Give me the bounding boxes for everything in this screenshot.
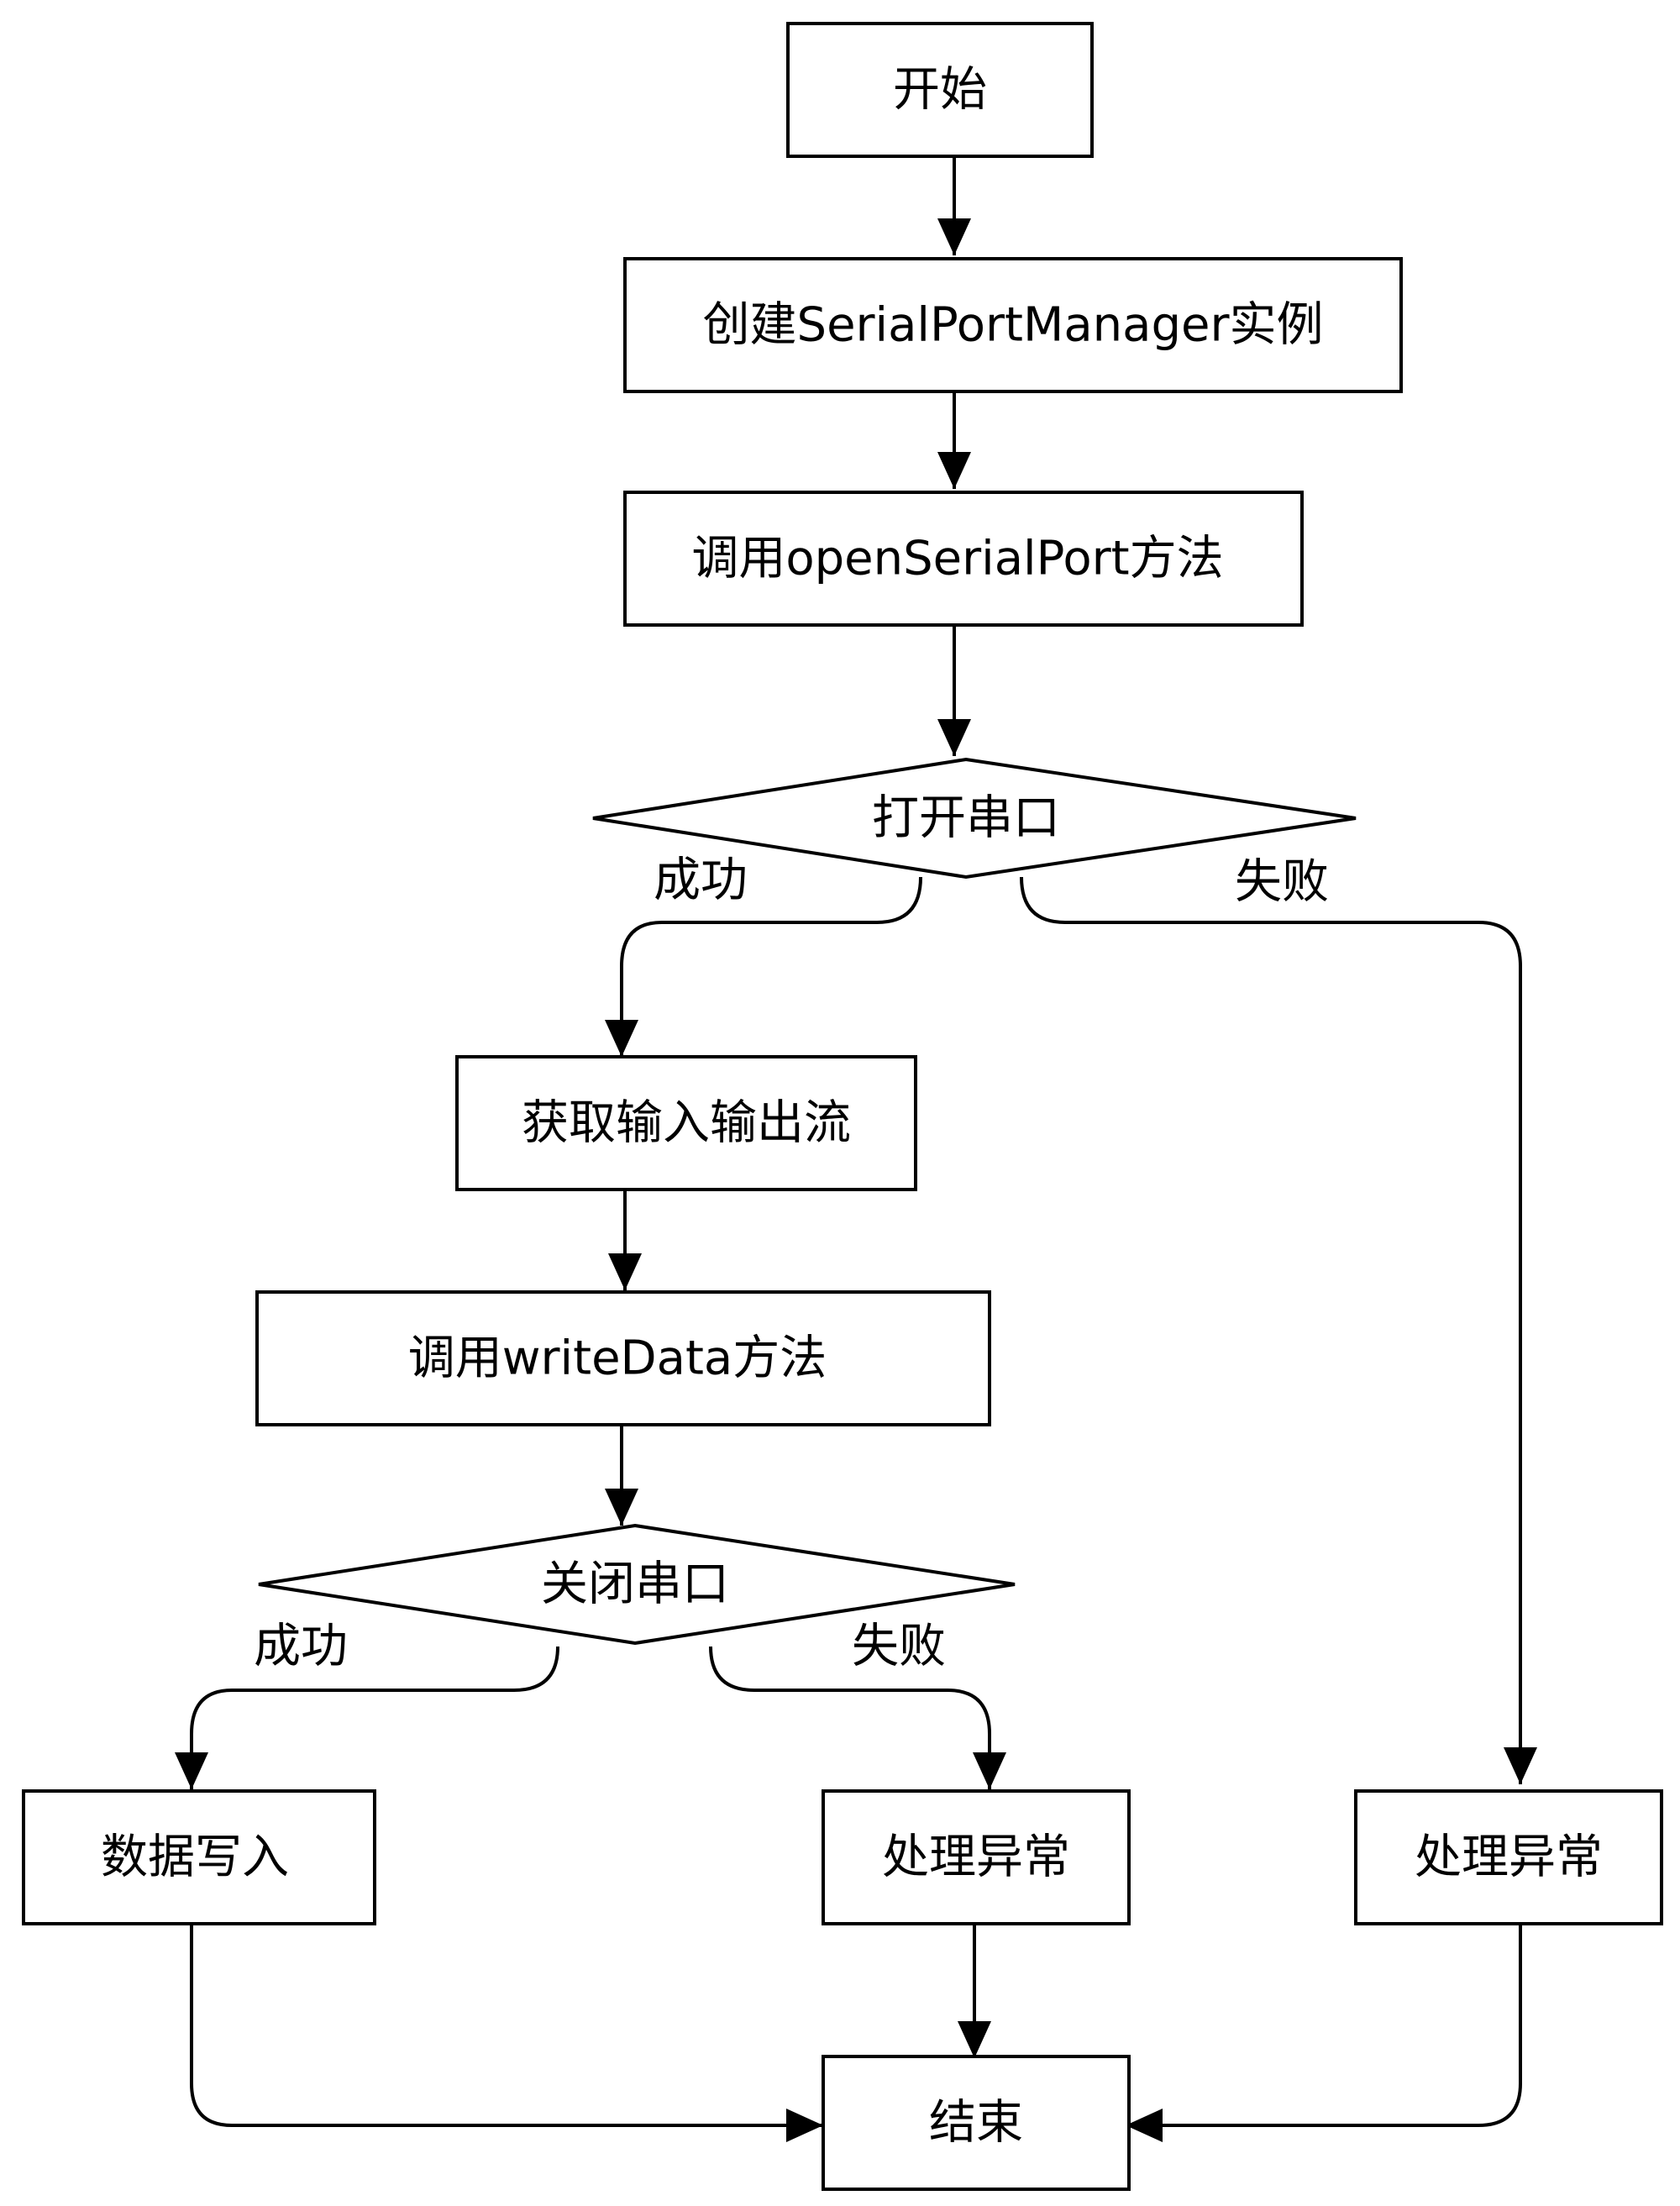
edge-label-open-success: 成功 [654, 854, 748, 908]
node-open-decision-label: 打开串口 [872, 791, 1060, 846]
edge-label-close-fail: 失败 [852, 1620, 946, 1674]
edges [175, 158, 1537, 2142]
node-open-decision: 打开串口 [592, 757, 1357, 880]
node-call-write: 调用writeData方法 [255, 1290, 991, 1426]
edge-close-success [175, 1646, 559, 1789]
node-call-write-label: 调用writeData方法 [408, 1331, 827, 1386]
node-handle-exception-2: 处理异常 [1354, 1789, 1663, 1925]
node-call-open: 调用openSerialPort方法 [623, 491, 1304, 627]
edge-close-fail [709, 1646, 1006, 1789]
node-handle-exception-2-label: 处理异常 [1415, 1830, 1603, 1885]
edge-label-close-success: 成功 [254, 1620, 348, 1674]
node-get-streams-label: 获取输入输出流 [522, 1096, 851, 1151]
edge-label-open-fail: 失败 [1235, 855, 1329, 910]
node-handle-exception-1-label: 处理异常 [882, 1830, 1070, 1885]
node-data-write-label: 数据写入 [101, 1830, 289, 1885]
edge-open-success [605, 876, 922, 1057]
node-start: 开始 [786, 22, 1094, 158]
node-create-instance-label: 创建SerialPortManager实例 [703, 298, 1324, 353]
node-get-streams: 获取输入输出流 [455, 1055, 917, 1191]
node-start-label: 开始 [893, 63, 987, 118]
node-end-label: 结束 [929, 2096, 1023, 2151]
edge-handle2-to-end [1126, 1922, 1522, 2142]
node-create-instance: 创建SerialPortManager实例 [623, 257, 1403, 393]
node-end: 结束 [822, 2055, 1131, 2191]
node-data-write: 数据写入 [22, 1789, 376, 1925]
node-close-decision-label: 关闭串口 [541, 1557, 729, 1612]
edge-open-fail [1020, 876, 1537, 1784]
node-call-open-label: 调用openSerialPort方法 [691, 532, 1223, 586]
edge-datawrite-to-end [190, 1922, 823, 2142]
node-close-decision: 关闭串口 [258, 1523, 1016, 1646]
node-handle-exception-1: 处理异常 [822, 1789, 1131, 1925]
